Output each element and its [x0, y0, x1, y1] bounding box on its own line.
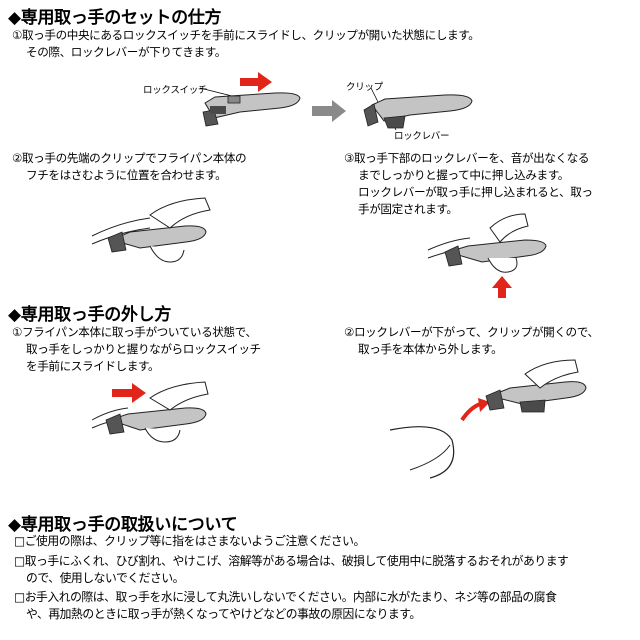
leader-line — [199, 87, 233, 97]
remove-step2-line2: 取っ手を本体から外します。 — [358, 342, 503, 356]
label-clip: クリップ — [346, 82, 383, 93]
note-3-line1: □お手入れの際は、取っ手を水に浸して丸洗いしないでください。内部に水がたまり、ネ… — [14, 590, 557, 604]
remove-step2-line1: ②ロックレバーが下がって、クリップが開くので、 — [344, 325, 599, 339]
remove-step1-line1: ①フライパン本体に取っ手がついている状態で、 — [12, 325, 257, 339]
set-step2-line2: フチをはさむように位置を合わせます。 — [26, 168, 227, 182]
hand-sliding-switch-icon — [91, 381, 209, 443]
set-step3-line4: 手が固定されます。 — [358, 202, 458, 216]
label-lock-lever: ロックレバー — [394, 131, 450, 142]
label-lock-switch: ロックスイッチ — [143, 85, 208, 96]
pan-rim-icon — [389, 426, 455, 479]
red-arrow-icon — [240, 72, 272, 92]
note-2-line1: □取っ手にふくれ、ひび割れ、やけこげ、溶解等がある場合は、破損して使用中に脱落す… — [14, 554, 569, 568]
red-up-arrow-icon — [492, 276, 512, 298]
handle-open-icon — [363, 94, 473, 129]
section-handling-heading: ◆専用取っ手の取扱いについて — [8, 515, 238, 535]
handle-closed-icon — [202, 92, 301, 127]
red-arrow-icon — [112, 383, 146, 403]
note-3-line2: や、再加熱のときに取っ手が熱くなってやけどなどの事故の原因になります。 — [26, 607, 421, 621]
gray-arrow-icon — [312, 100, 346, 122]
set-step3-line1: ③取っ手下部のロックレバーを、音が出なくなる — [344, 151, 590, 165]
section-set-heading: ◆専用取っ手のセットの仕方 — [8, 8, 222, 28]
set-step1-line1: ①取っ手の中央にあるロックスイッチを手前にスライドし、クリップが開いた状態にしま… — [12, 28, 480, 42]
set-step3-line3: ロックレバーが取っ手に押し込まれると、取っ — [358, 185, 593, 199]
set-step1-line2: その際、ロックレバーが下りてきます。 — [26, 45, 226, 59]
set-step3-line2: までしっかりと握って中に押し込みます。 — [358, 168, 569, 182]
section-remove-heading: ◆専用取っ手の外し方 — [8, 305, 172, 325]
note-1-line1: □ご使用の際は、クリップ等に指をはさまないようご注意ください。 — [14, 534, 365, 548]
hand-pressing-lever-icon — [427, 213, 547, 273]
note-2-line2: ので、使用しないでください。 — [26, 571, 185, 585]
remove-step1-line2: 取っ手をしっかりと握りながらロックスイッチ — [26, 342, 261, 356]
hand-with-handle-icon — [91, 197, 211, 263]
set-step2-line1: ②取っ手の先端のクリップでフライパン本体の — [12, 151, 247, 165]
handle-removed-icon — [485, 359, 587, 413]
remove-step1-line3: を手前にスライドします。 — [26, 359, 160, 373]
red-curved-arrow-icon — [460, 398, 490, 422]
